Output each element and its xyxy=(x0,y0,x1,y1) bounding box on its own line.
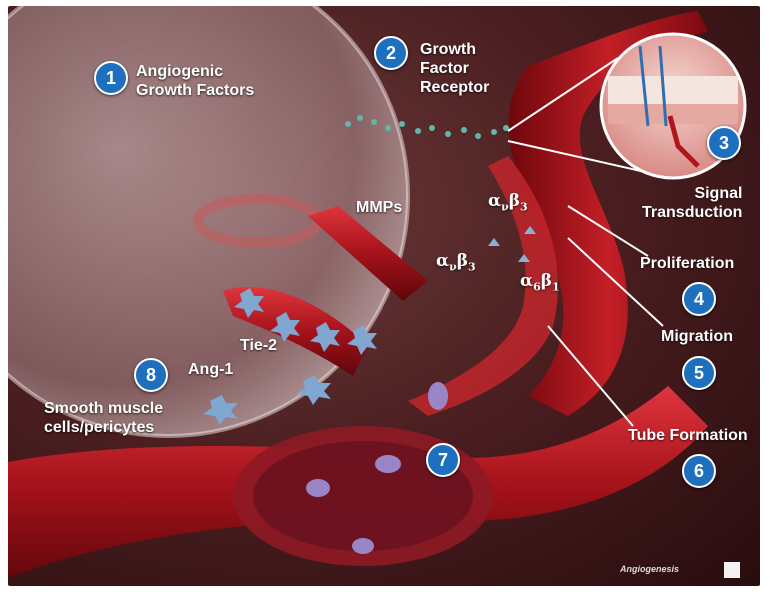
label-ang1: Ang-1 xyxy=(188,360,233,379)
angiogenesis-illustration xyxy=(8,6,760,586)
beta: β xyxy=(509,191,520,211)
badge-8: 8 xyxy=(134,358,168,392)
smooth-muscle-line2: cells/pericytes xyxy=(44,418,163,437)
blood-cell xyxy=(352,538,374,554)
alpha-sub: ν xyxy=(501,200,509,213)
label-tie2: Tie-2 xyxy=(240,336,277,355)
badge-2: 2 xyxy=(374,36,408,70)
beta-sub: 3 xyxy=(520,200,528,213)
logo-text: Angiogenesis xyxy=(620,564,679,574)
alpha: α xyxy=(488,191,501,211)
badge-7: 7 xyxy=(426,443,460,477)
label-receptor: Growth Factor Receptor xyxy=(420,40,489,97)
growth-factors-line1: Angiogenic xyxy=(136,62,254,81)
signal-line2: Transduction xyxy=(642,203,742,222)
alpha: α xyxy=(520,271,533,291)
beta-sub: 1 xyxy=(552,280,560,293)
label-migration: Migration xyxy=(661,327,733,346)
receptor-line3: Receptor xyxy=(420,78,489,97)
label-integrin-a6-b1: α6β1 xyxy=(520,272,560,296)
beta: β xyxy=(541,271,552,291)
beta: β xyxy=(457,251,468,271)
badge-5: 5 xyxy=(682,356,716,390)
beta-sub: 3 xyxy=(468,260,476,273)
label-signal: Signal Transduction xyxy=(642,184,742,222)
smooth-muscle-line1: Smooth muscle xyxy=(44,399,163,418)
label-mmps: MMPs xyxy=(356,198,402,217)
badge-1: 1 xyxy=(94,61,128,95)
foundation-logo: Angiogenesis xyxy=(620,562,740,580)
growth-factors-line2: Growth Factors xyxy=(136,81,254,100)
label-tube-formation: Tube Formation xyxy=(628,426,748,445)
label-integrin-av-b3-top: ανβ3 xyxy=(488,192,528,216)
label-proliferation: Proliferation xyxy=(640,254,734,273)
blood-cell xyxy=(306,479,330,497)
signal-line1: Signal xyxy=(642,184,742,203)
alpha-sub: ν xyxy=(449,260,457,273)
badge-4: 4 xyxy=(682,282,716,316)
badge-3: 3 xyxy=(707,126,741,160)
blood-cell xyxy=(375,455,401,473)
illustration-frame: 1 Angiogenic Growth Factors 2 Growth Fac… xyxy=(8,6,760,586)
blood-cell xyxy=(428,382,448,410)
alpha-sub: 6 xyxy=(533,280,541,293)
label-growth-factors: Angiogenic Growth Factors xyxy=(136,62,254,100)
badge-6: 6 xyxy=(682,454,716,488)
receptor-line1: Growth xyxy=(420,40,489,59)
logo-mark-icon xyxy=(724,562,740,578)
receptor-line2: Factor xyxy=(420,59,489,78)
label-integrin-av-b3-mid: ανβ3 xyxy=(436,252,476,276)
alpha: α xyxy=(436,251,449,271)
label-smooth-muscle: Smooth muscle cells/pericytes xyxy=(44,399,163,437)
